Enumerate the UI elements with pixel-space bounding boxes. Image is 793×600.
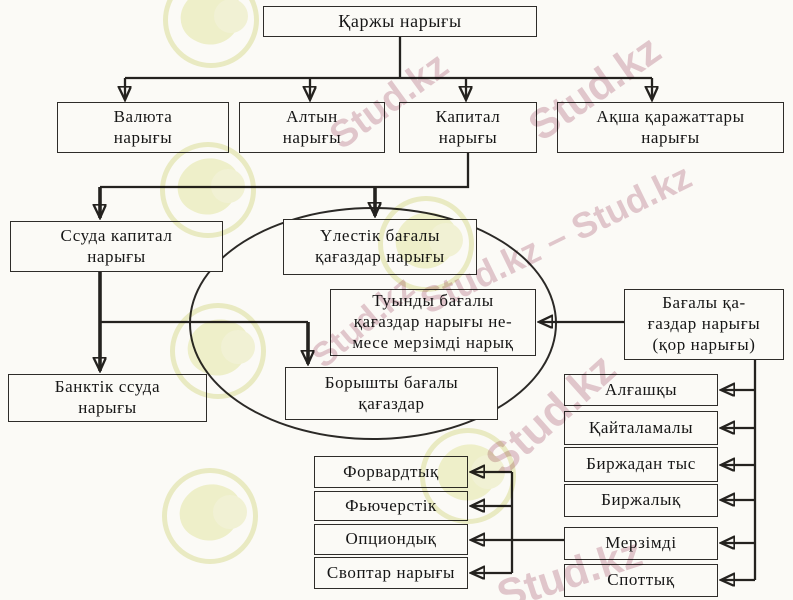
node-currency-market: Валюта нарығы bbox=[57, 102, 229, 153]
node-forward-market: Форвардтық bbox=[314, 456, 468, 488]
node-gold-market: Алтын нарығы bbox=[239, 102, 385, 153]
node-loan-capital-market: Ссуда капитал нарығы bbox=[10, 221, 223, 272]
node-futures-market: Фьючерстік bbox=[314, 491, 468, 521]
node-capital-market: Капитал нарығы bbox=[399, 102, 537, 153]
node-securities-market: Бағалы қа- ғаздар нарығы (қор нарығы) bbox=[624, 289, 784, 360]
node-money-market: Ақша қаражаттары нарығы bbox=[557, 102, 784, 153]
node-exchange-market: Биржалық bbox=[564, 484, 718, 517]
node-otc-market: Биржадан тыс bbox=[564, 447, 718, 482]
connector-capital-branch bbox=[100, 153, 470, 189]
node-secondary-market: Қайталамалы bbox=[564, 411, 718, 445]
node-equity-securities-market: Үлестік бағалы қағаздар нарығы bbox=[283, 219, 477, 275]
node-financial-market: Қаржы нарығы bbox=[263, 6, 537, 37]
node-debt-securities: Борышты бағалы қағаздар bbox=[285, 367, 498, 420]
node-derivative-securities-market: Туынды бағалы қағаздар нарығы не- месе м… bbox=[330, 289, 536, 356]
node-primary-market: Алғашқы bbox=[564, 374, 718, 406]
node-spot-market: Споттық bbox=[564, 564, 718, 597]
node-option-market: Опциондық bbox=[314, 524, 468, 555]
node-swap-market: Своптар нарығы bbox=[314, 557, 468, 589]
node-bank-loan-market: Банктік ссуда нарығы bbox=[8, 374, 207, 422]
node-term-market: Мерзімді bbox=[564, 527, 718, 560]
